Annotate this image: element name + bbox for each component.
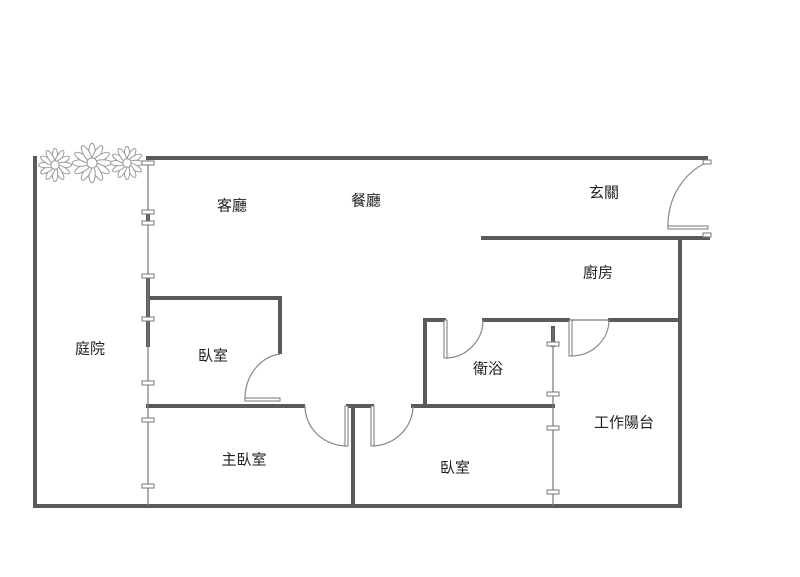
master-bedroom-door[interactable]: [304, 405, 349, 447]
window-track-mark: [141, 160, 155, 166]
room-label-kitchen: 廚房: [582, 263, 614, 282]
balcony-door[interactable]: [568, 319, 610, 357]
room-label-master-bedroom: 主臥室: [221, 450, 267, 469]
window-track-mark: [546, 391, 560, 397]
room-label-bathroom: 衛浴: [472, 359, 504, 378]
window-track-mark: [141, 316, 155, 322]
entrance-door[interactable]: [667, 159, 712, 238]
sliding-window-left[interactable]: [141, 160, 155, 506]
room-label-bedroom-2: 臥室: [439, 458, 471, 477]
room-label-courtyard: 庭院: [74, 339, 106, 358]
bedroom1-door[interactable]: [244, 353, 281, 402]
flower-decoration-icon: [38, 142, 144, 184]
window-track-mark: [141, 209, 155, 215]
window-track-mark: [141, 483, 155, 489]
bathroom-door[interactable]: [443, 319, 484, 359]
walls: [33, 156, 710, 508]
sliding-window-balcony[interactable]: [546, 328, 560, 506]
window-track-mark: [141, 220, 155, 226]
room-label-living-room: 客廳: [216, 196, 248, 215]
room-label-dining-room: 餐廳: [350, 191, 382, 210]
room-label-bedroom-1: 臥室: [197, 346, 229, 365]
window-track-mark: [141, 417, 155, 423]
window-track-mark: [141, 273, 155, 279]
window-track-mark: [546, 341, 560, 347]
window-track-mark: [141, 380, 155, 386]
bedroom2-door[interactable]: [370, 405, 414, 447]
window-track-mark: [546, 489, 560, 495]
room-label-entrance: 玄關: [588, 183, 620, 202]
room-label-work-balcony: 工作陽台: [593, 413, 655, 432]
window-track-mark: [546, 425, 560, 431]
